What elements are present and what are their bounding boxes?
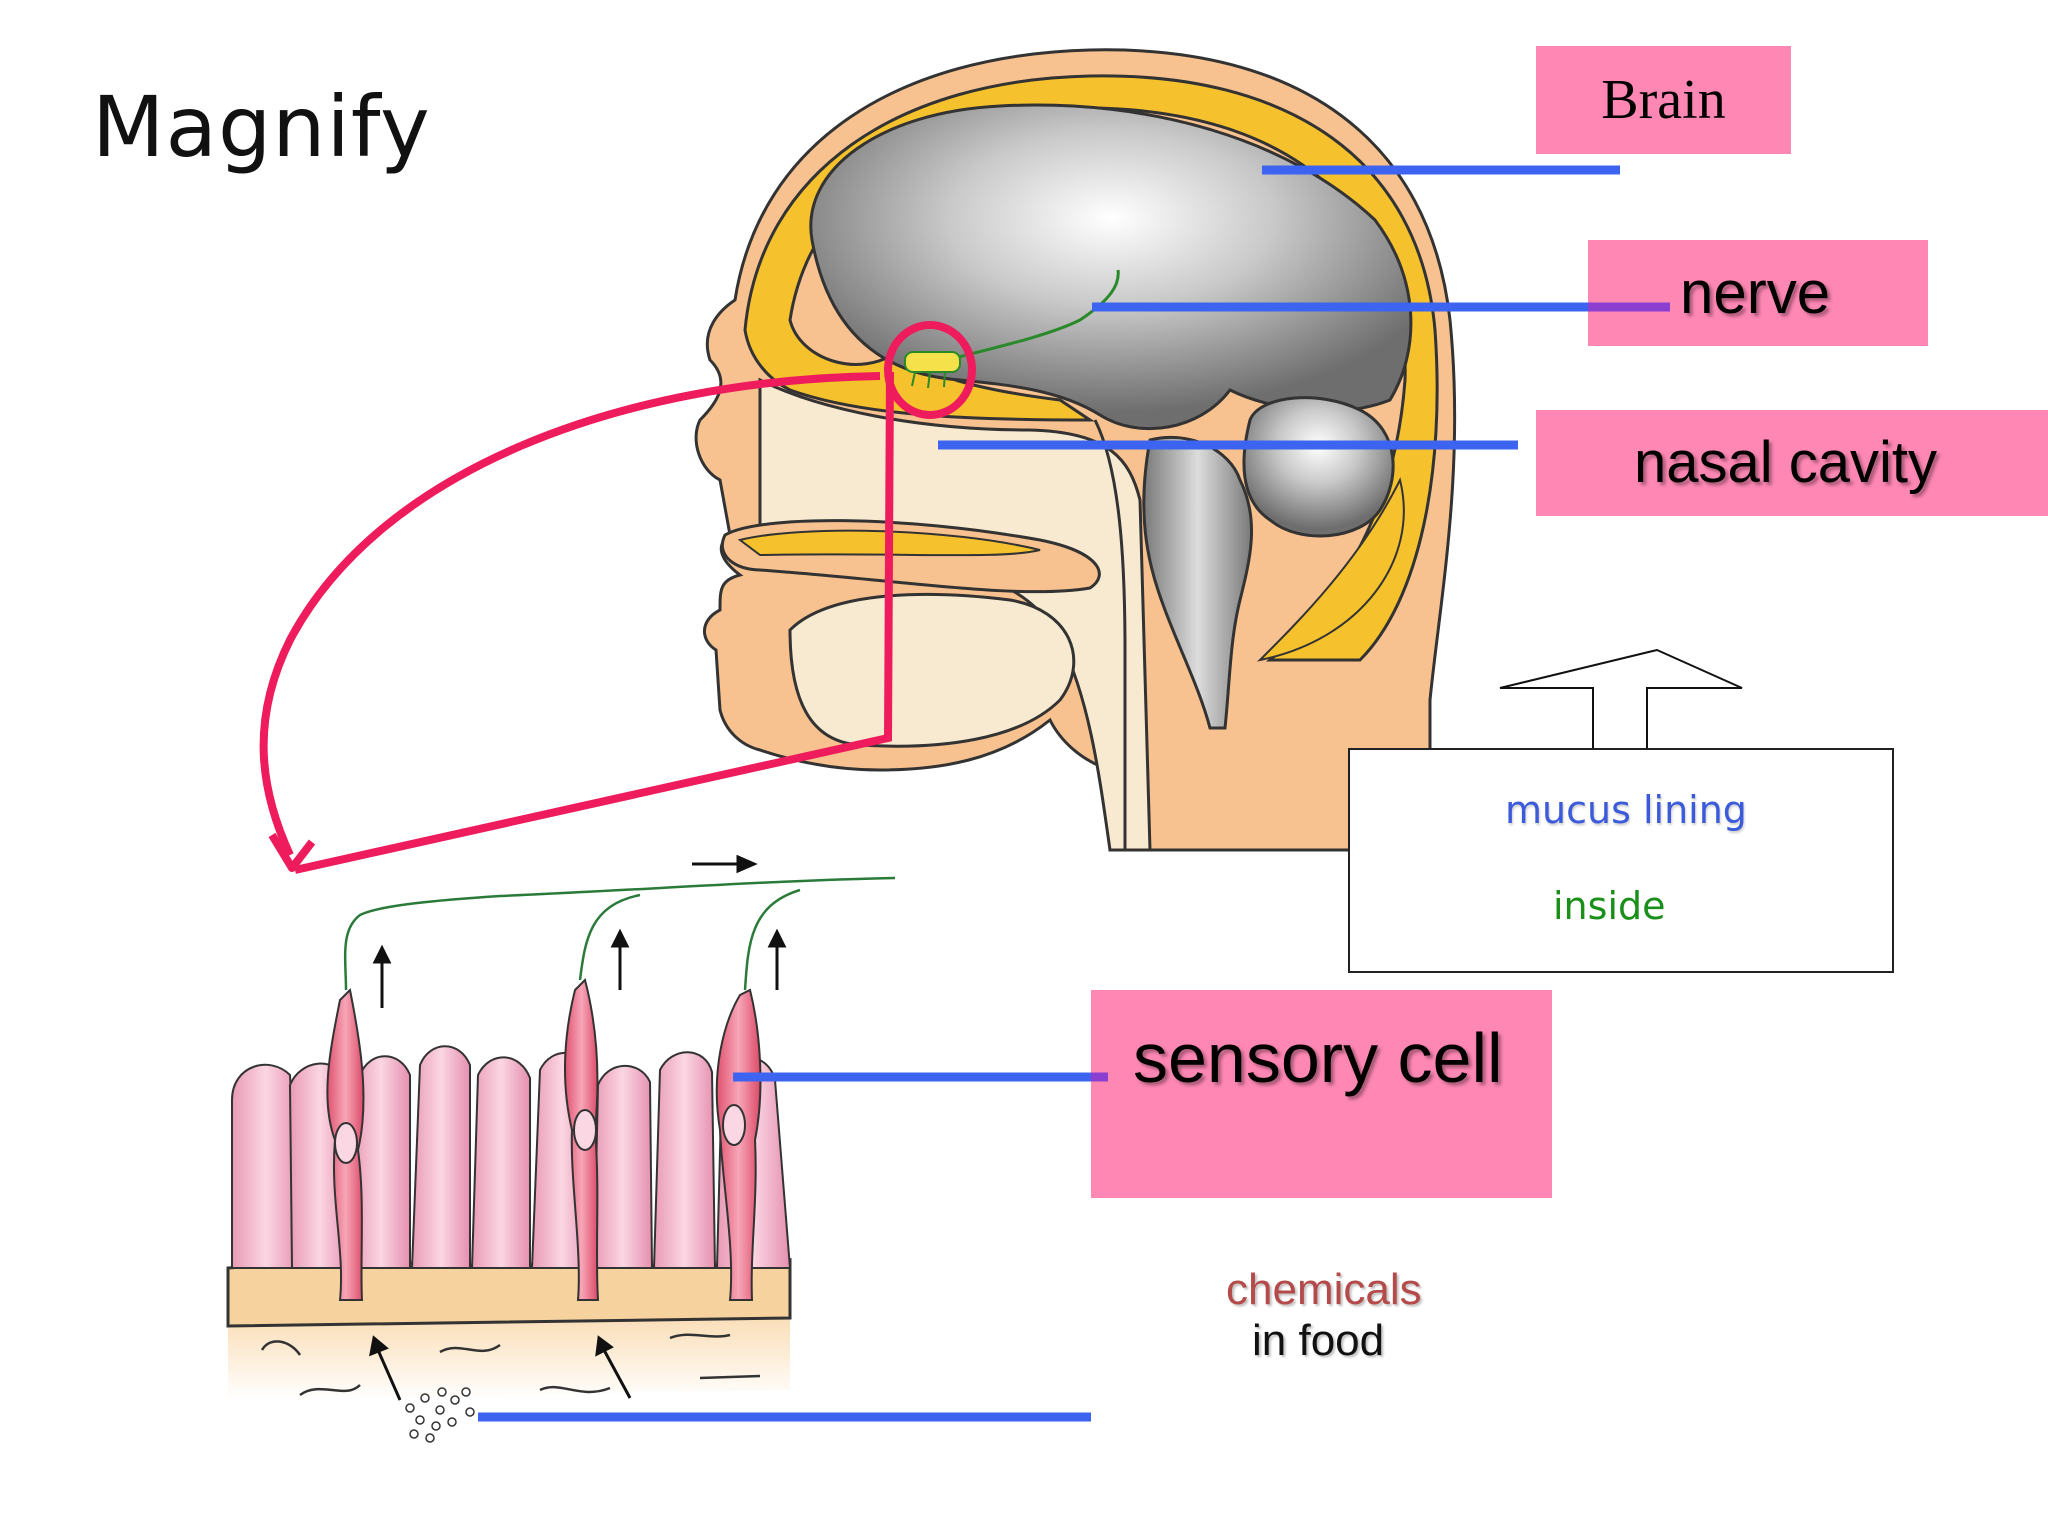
magnify-curve-arrow — [259, 372, 881, 857]
mucus-lining-text: mucus lining — [1505, 788, 1747, 832]
sensory-cell-label-text: sensory cell — [1133, 1019, 1503, 1097]
brain-label: Brain — [1536, 46, 1791, 154]
cerebellum — [1242, 396, 1395, 538]
chemicals-text: chemicals — [1226, 1265, 1422, 1314]
support-cells — [231, 1045, 792, 1269]
olfactory-bulb — [904, 351, 961, 373]
sensory-cell-label: sensory cell — [1091, 990, 1552, 1198]
mucus-note-box — [1348, 748, 1894, 973]
nerve-label: nerve — [1588, 240, 1928, 346]
magnify-arrowhead — [268, 832, 316, 872]
signal-arrows — [369, 854, 787, 1401]
inside-text: inside — [1553, 884, 1666, 928]
up-arrow-outline — [1499, 648, 1743, 750]
brain — [809, 103, 1413, 431]
nasal-cavity-label: nasal cavity — [1536, 410, 2048, 516]
brain-label-text: Brain — [1601, 69, 1726, 131]
magnify-indicator — [259, 321, 976, 874]
pointer-lines — [478, 165, 1670, 1422]
magnify-connector — [294, 371, 894, 874]
brain-stem — [1142, 435, 1254, 730]
connective-squiggles — [260, 1333, 761, 1397]
magnified-epithelium-illustration — [226, 854, 896, 1443]
slide-title: Magnify — [92, 78, 431, 176]
sensory-axons — [343, 876, 896, 991]
chemical-particles — [405, 1387, 475, 1443]
neck-back-fat — [1256, 477, 1405, 662]
magnify-circle — [884, 321, 976, 419]
sensory-cells — [326, 978, 762, 1301]
nerve-label-text: nerve — [1680, 259, 1831, 326]
nasal-cavity-label-text: nasal cavity — [1634, 430, 1938, 495]
tongue — [788, 592, 1076, 748]
in-food-text: in food — [1252, 1316, 1385, 1365]
basal-layer — [226, 1257, 792, 1328]
